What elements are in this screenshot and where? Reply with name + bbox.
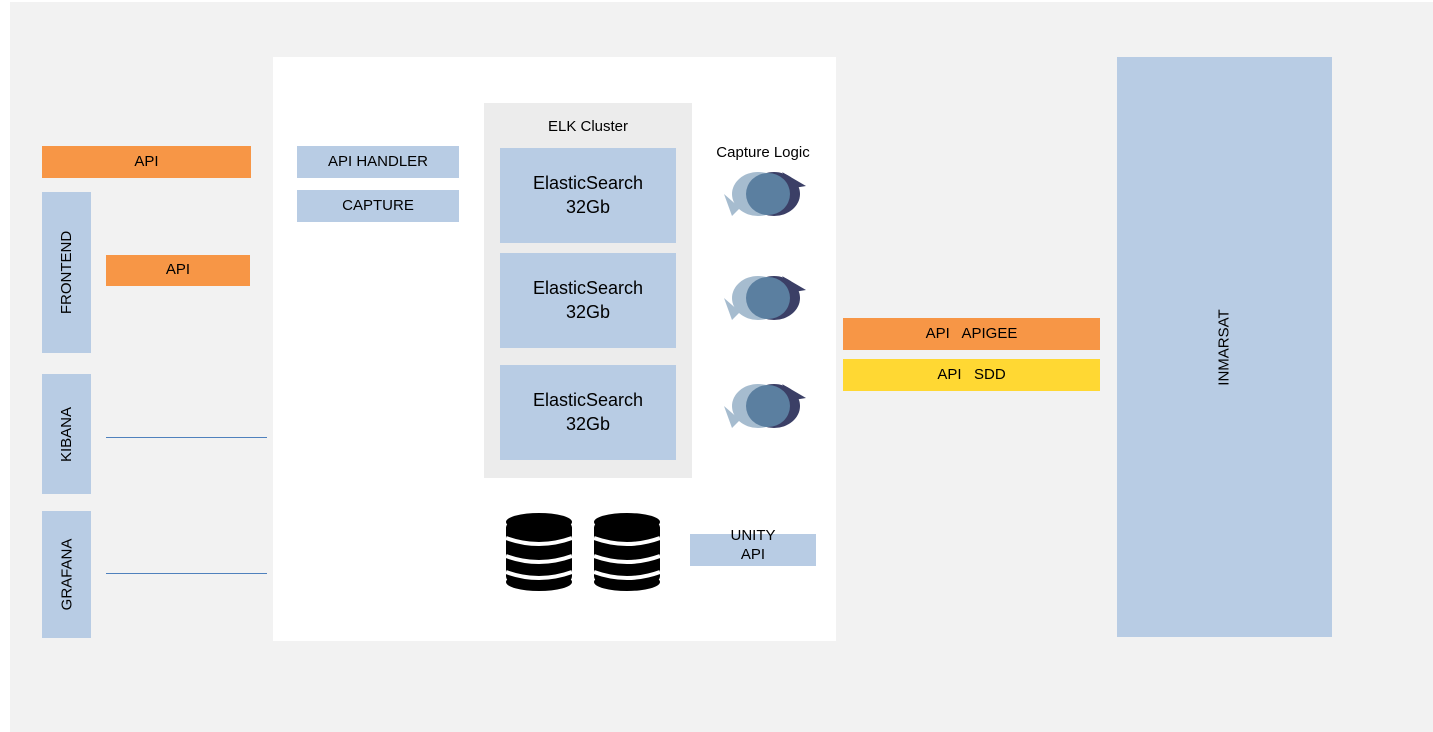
node-name: ElasticSearch	[532, 390, 644, 411]
grafana-label: GRAFANA	[58, 538, 75, 611]
api-handler-label: API HANDLER	[327, 152, 429, 170]
frontend-label: FRONTEND	[58, 230, 76, 315]
kibana-panel: KIBANA	[42, 374, 91, 494]
api-sdd-bar: API SDD	[843, 359, 1100, 391]
node-size: 32Gb	[565, 196, 611, 217]
capture-logic-title: Capture Logic	[700, 140, 826, 166]
api-apigee-label: API APIGEE	[925, 324, 1018, 342]
unity-api-line2: API	[740, 546, 766, 563]
elk-cluster-title: ELK Cluster	[484, 114, 692, 140]
database-icon	[505, 513, 573, 591]
elk-cluster-title-text: ELK Cluster	[547, 117, 629, 135]
left-api-bar: API	[42, 146, 251, 178]
node-name: ElasticSearch	[532, 278, 644, 299]
frontend-panel: FRONTEND	[42, 192, 91, 353]
api-sdd-label: API SDD	[937, 365, 1006, 383]
api-apigee-bar: API APIGEE	[843, 318, 1100, 350]
frontend-api-label: API	[165, 261, 191, 279]
node-name: ElasticSearch	[532, 173, 644, 194]
refresh-cycle-icon	[724, 384, 806, 428]
unity-api-box: UNITY API	[690, 527, 816, 566]
capture-logic-label: Capture Logic	[716, 143, 810, 161]
grafana-panel: GRAFANA	[42, 511, 91, 638]
frontend-api-bar: API	[106, 255, 250, 286]
inmarsat-label: INMARSAT	[1216, 308, 1233, 386]
node-size: 32Gb	[565, 413, 611, 434]
kibana-connector	[106, 437, 267, 438]
capture-label: CAPTURE	[342, 196, 414, 214]
refresh-cycle-icon	[724, 276, 806, 320]
left-api-bar-label: API	[134, 152, 159, 170]
node-size: 32Gb	[565, 301, 611, 322]
unity-api-line1: UNITY	[730, 527, 776, 545]
elasticsearch-node: ElasticSearch 32Gb	[500, 253, 676, 348]
elasticsearch-node: ElasticSearch 32Gb	[500, 148, 676, 243]
capture-box: CAPTURE	[297, 190, 459, 222]
elasticsearch-node: ElasticSearch 32Gb	[500, 365, 676, 460]
api-handler-box: API HANDLER	[297, 146, 459, 178]
grafana-connector	[106, 573, 267, 574]
refresh-cycle-icon	[724, 172, 806, 216]
kibana-label: KIBANA	[58, 406, 75, 462]
inmarsat-panel: INMARSAT	[1117, 57, 1332, 637]
database-icon	[593, 513, 661, 591]
